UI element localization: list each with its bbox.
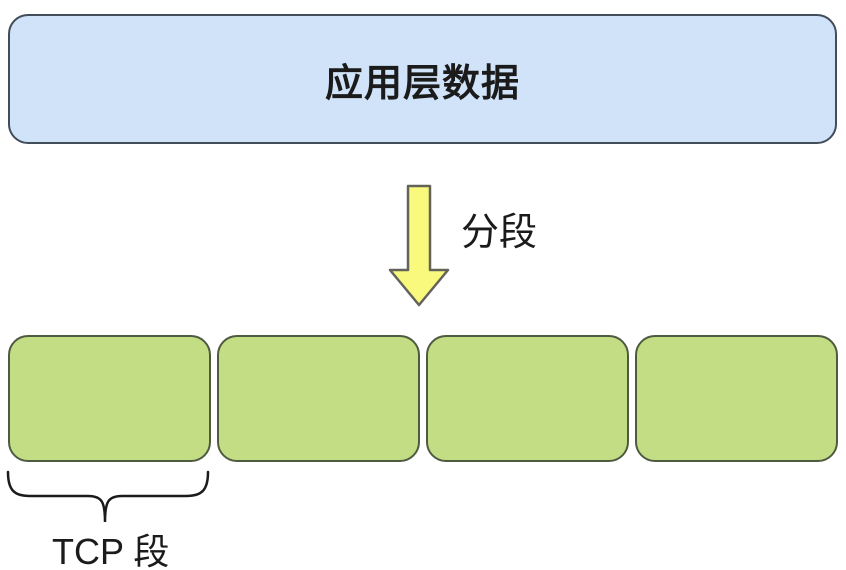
tcp-segments-row [8, 335, 838, 462]
tcp-segment-box [426, 335, 629, 462]
tcp-segment-label: TCP 段 [52, 531, 170, 570]
tcp-segment-box [217, 335, 420, 462]
tcp-segment-brace [6, 470, 210, 523]
segmentation-arrow-label: 分段 [461, 212, 538, 254]
application-layer-data-box: 应用层数据 [8, 14, 837, 144]
application-layer-data-label: 应用层数据 [324, 62, 520, 105]
tcp-segment-box [635, 335, 838, 462]
tcp-segment-box [8, 335, 211, 462]
down-arrow-icon [388, 184, 450, 307]
